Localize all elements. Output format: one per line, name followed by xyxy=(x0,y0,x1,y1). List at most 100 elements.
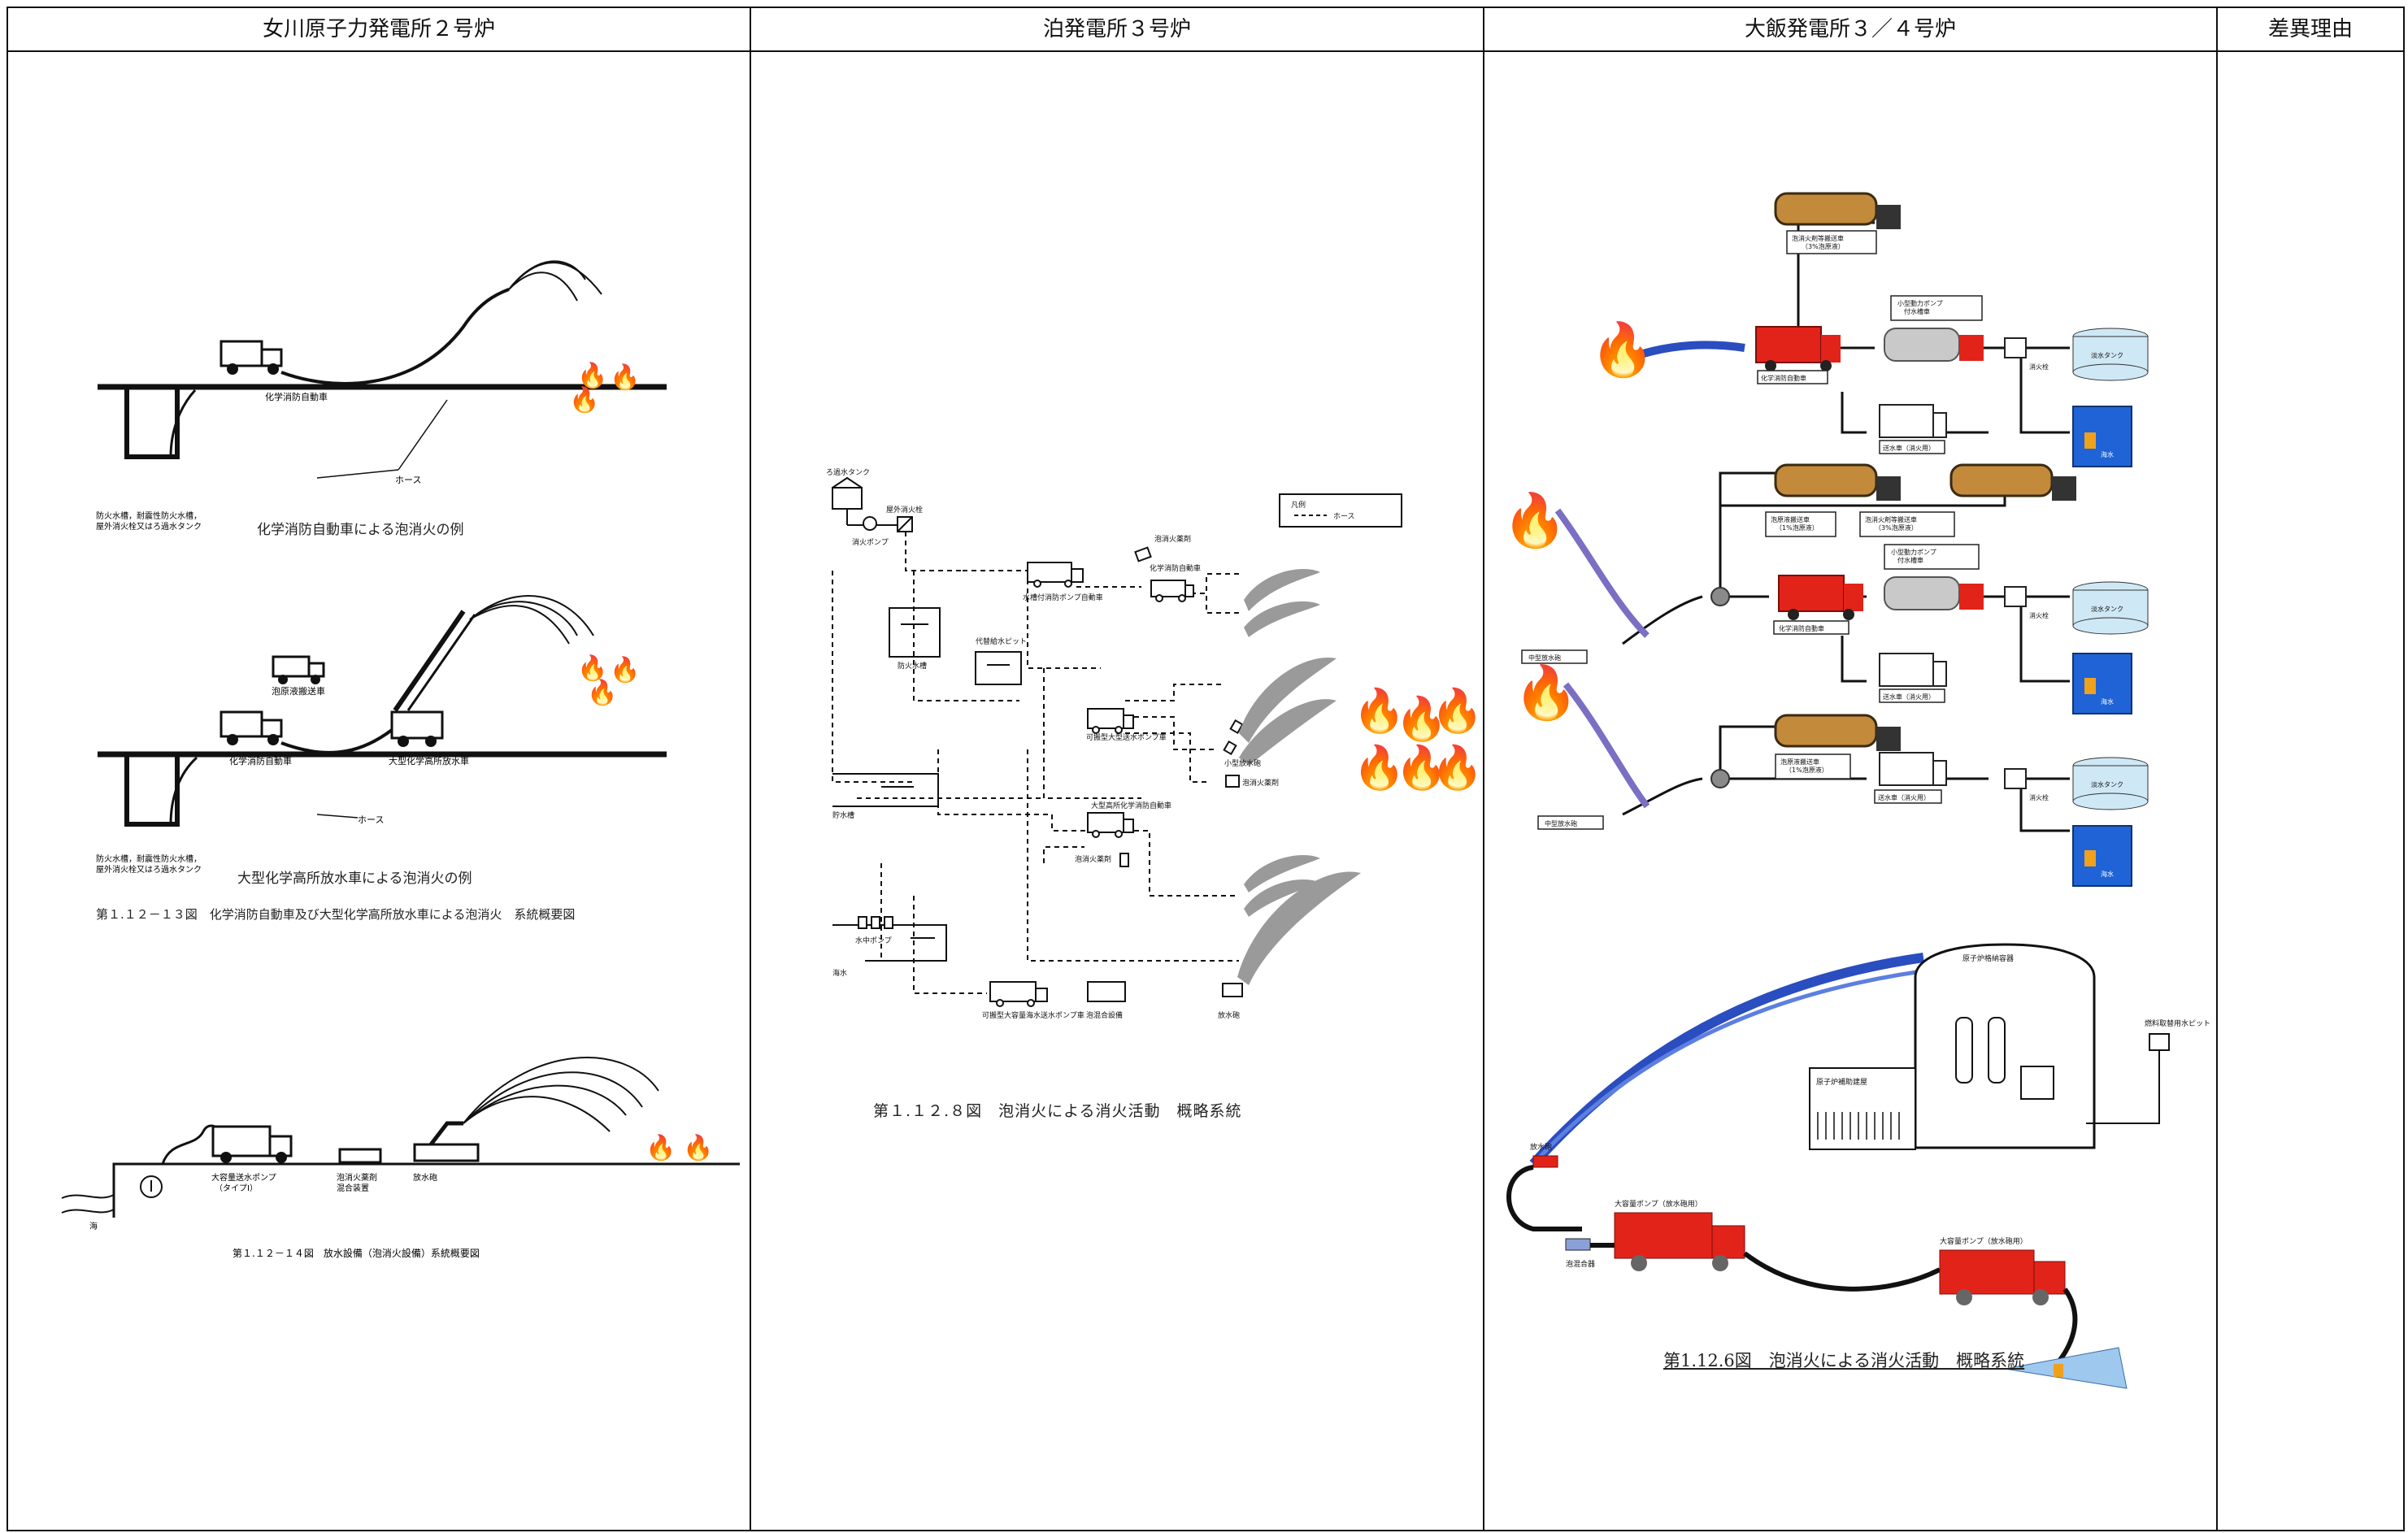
label-pit: 燃料取替用水ピット xyxy=(2145,1018,2210,1028)
label-sea-bot: 海水 xyxy=(2101,870,2114,878)
label-chem-truck-mid: 化学消防自動車 xyxy=(1779,624,1824,632)
fig1-source-line2: 屋外消火栓又はろ過水タンク xyxy=(96,521,202,532)
table-header: 女川原子力発電所２号炉 泊発電所３号炉 大飯発電所３／４号炉 差異理由 xyxy=(8,8,2403,52)
label-water-tank: 貯水槽 xyxy=(832,810,854,820)
label-sub-pump: 水中ポンプ xyxy=(855,936,892,945)
label-sea: 海水 xyxy=(832,968,847,978)
large-pump-truck xyxy=(213,1127,291,1163)
cannon-icon xyxy=(1533,1156,1558,1167)
label-foam-truck-top-1: 泡消火剤等搬送車 xyxy=(1792,234,1844,242)
fig2-supply-label: 泡原液搬送車 xyxy=(272,685,325,697)
legend-hose: ホース xyxy=(1333,512,1355,521)
filter-tank xyxy=(832,488,862,509)
label-water-truck-mid: 送水車（消火用） xyxy=(1883,693,1935,701)
fig3-mixer-line2: 混合装置 xyxy=(337,1183,369,1193)
fire-icon: 🔥 xyxy=(1514,663,1579,723)
tomari-flames: 🔥 🔥 🔥 🔥 🔥 🔥 xyxy=(1353,686,1483,793)
foam-fire-example-diagram: 🔥 🔥 🔥 化学消防自動車 ホース 防火水槽，耐震性防火水槽， 屋外消火栓又はろ… xyxy=(96,261,667,532)
label-aux-building: 原子炉補助建屋 xyxy=(1816,1077,1867,1087)
fig2-title: 大型化学高所放水車による泡消火の例 xyxy=(237,866,472,887)
chemical-fire-truck xyxy=(221,341,281,375)
mixer-icon xyxy=(1566,1239,1590,1250)
label-sea-top: 海水 xyxy=(2101,450,2114,458)
discharge-system-diagram: 🔥 🔥 大容量送水ポンプ （タイプⅠ） 泡消火薬剤 混合装置 放水砲 海 第１.… xyxy=(62,1057,740,1259)
fire-icon: 🔥 xyxy=(645,1133,676,1162)
ladder-truck-example-diagram: 🔥 🔥 🔥 泡原液搬送車 化学消防自動車 大型化学高所放水車 ホース 防火水槽，… xyxy=(96,596,667,875)
fig3-mixer-label: 泡消火薬剤 混合装置 xyxy=(337,1172,380,1193)
fig3-pump-line2: （タイプⅠ） xyxy=(215,1183,258,1193)
column-reason xyxy=(2218,50,2403,1530)
comparison-table: 女川原子力発電所２号炉 泊発電所３号炉 大飯発電所３／４号炉 差異理由 xyxy=(7,7,2405,1531)
header-reason: 差異理由 xyxy=(2218,8,2403,50)
label-foam-truck-a-2: （1%泡原液） xyxy=(1776,523,1819,532)
label-tank-mid: 淡水タンク xyxy=(2091,605,2123,613)
label-agent-top: 泡消火薬剤 xyxy=(1154,534,1191,544)
legend-title: 凡例 xyxy=(1291,500,1306,510)
cannon-base xyxy=(415,1144,478,1161)
label-small-nozzle: 小型放水砲 xyxy=(1224,758,1261,768)
water-tank xyxy=(127,754,177,824)
fig1-vehicle-label: 化学消防自動車 xyxy=(265,391,328,402)
column-ohi: 🔥 🔥 🔥 xyxy=(1484,50,2216,1530)
fire-icon: 🔥 xyxy=(1590,320,1655,380)
header-ohi: 大飯発電所３／４号炉 xyxy=(1484,8,2216,50)
label-water-truck-top: 送水車（消火用） xyxy=(1883,444,1935,452)
fire-icon: 🔥 xyxy=(683,1133,713,1162)
fig2-source-line2: 屋外消火栓又はろ過水タンク xyxy=(96,864,202,875)
label-big-truck: 大型高所化学消防自動車 xyxy=(1091,801,1171,810)
label-foam-truck-b-2: （3%泡原液） xyxy=(1875,523,1918,532)
fig3-sea-label: 海 xyxy=(89,1221,98,1231)
alt-pit xyxy=(976,652,1021,684)
label-tank-bot: 淡水タンク xyxy=(2091,780,2123,788)
label-hydrant-mid: 消火栓 xyxy=(2029,611,2049,619)
label-hydrant-top: 消火栓 xyxy=(2029,363,2049,371)
fig3-nozzle-label: 放水砲 xyxy=(413,1172,437,1183)
label-chem-truck: 化学消防自動車 xyxy=(1150,563,1201,573)
foam-supply-truck xyxy=(273,657,324,684)
label-nozzle: 放水砲 xyxy=(1218,1010,1240,1020)
fire-icon: 🔥 xyxy=(1502,491,1567,551)
water-tank xyxy=(127,387,177,457)
fig1-source-label: 防火水槽，耐震性防火水槽， 屋外消火栓又はろ過水タンク xyxy=(96,510,204,532)
label-small-pump-top-2: 付水槽車 xyxy=(1904,307,1930,315)
label-agent-mid: 泡消火薬剤 xyxy=(1075,854,1111,864)
fire-icon: 🔥 xyxy=(587,678,617,707)
label-fire-pump: 消火ポンプ xyxy=(852,537,889,547)
label-nozzle-mid: 中型放水砲 xyxy=(1528,654,1561,662)
onagawa-figures: 🔥 🔥 🔥 化学消防自動車 ホース 防火水槽，耐震性防火水槽， 屋外消火栓又はろ… xyxy=(8,50,750,1530)
chemical-fire-truck xyxy=(221,712,281,745)
foam-stream xyxy=(1558,510,1647,636)
big-pump-truck xyxy=(1940,1250,2065,1305)
fig1-title: 化学消防自動車による泡消火の例 xyxy=(257,518,464,538)
tomari-diagram: 🔥 🔥 🔥 🔥 🔥 🔥 ろ過水タンク 屋外消火栓 消火ポンプ 泡消火薬剤 凡例 … xyxy=(751,50,1483,1530)
column-tomari: 🔥 🔥 🔥 🔥 🔥 🔥 ろ過水タンク 屋外消火栓 消火ポンプ 泡消火薬剤 凡例 … xyxy=(751,50,1483,1530)
fig2-hose-label: ホース xyxy=(358,814,384,825)
fig2-source-label: 防火水槽，耐震性防火水槽， 屋外消火栓又はろ過水タンク xyxy=(96,853,204,875)
ohi-diagram: 🔥 🔥 🔥 xyxy=(1484,50,2216,1530)
column-onagawa: 🔥 🔥 🔥 化学消防自動車 ホース 防火水槽，耐震性防火水槽， 屋外消火栓又はろ… xyxy=(8,50,750,1530)
header-onagawa: 女川原子力発電所２号炉 xyxy=(8,8,750,50)
label-small-pump-mid-2: 付水槽車 xyxy=(1897,556,1923,564)
label-filter-tank: ろ過水タンク xyxy=(826,467,870,477)
label-containment: 原子炉格納容器 xyxy=(1962,953,2014,963)
foam-sprays xyxy=(1237,569,1361,985)
fig3-mixer-line1: 泡消火薬剤 xyxy=(337,1172,377,1183)
label-nozzle-bot: 中型放水砲 xyxy=(1545,819,1577,827)
label-hydrant: 屋外消火栓 xyxy=(886,505,923,515)
label-hydrant-bot: 消火栓 xyxy=(2029,793,2049,801)
label-agent-box: 泡消火薬剤 xyxy=(1242,778,1279,788)
fig2-vehicle-label: 化学消防自動車 xyxy=(229,755,292,766)
fig1-hose-label: ホース xyxy=(395,475,421,485)
legend-box xyxy=(1280,494,1402,527)
label-water-truck-bot: 送水車（消火用） xyxy=(1878,793,1930,801)
fig2-source-line1: 防火水槽，耐震性防火水槽， xyxy=(96,853,202,864)
fig2-ladder-label: 大型化学高所放水車 xyxy=(389,755,469,766)
fire-icon: 🔥 xyxy=(1431,743,1483,793)
label-mixer: 泡混合器 xyxy=(1566,1259,1595,1269)
tomari-caption: 第１.１２.８図 泡消火による消火活動 概略系統 xyxy=(873,1099,1242,1121)
fire-icon: 🔥 xyxy=(569,385,599,415)
hose xyxy=(281,289,509,384)
label-foam-truck-top-2: （3%泡原液） xyxy=(1802,242,1845,250)
label-fire-tank: 防火水槽 xyxy=(898,661,927,671)
fire-pump-icon xyxy=(863,517,876,530)
